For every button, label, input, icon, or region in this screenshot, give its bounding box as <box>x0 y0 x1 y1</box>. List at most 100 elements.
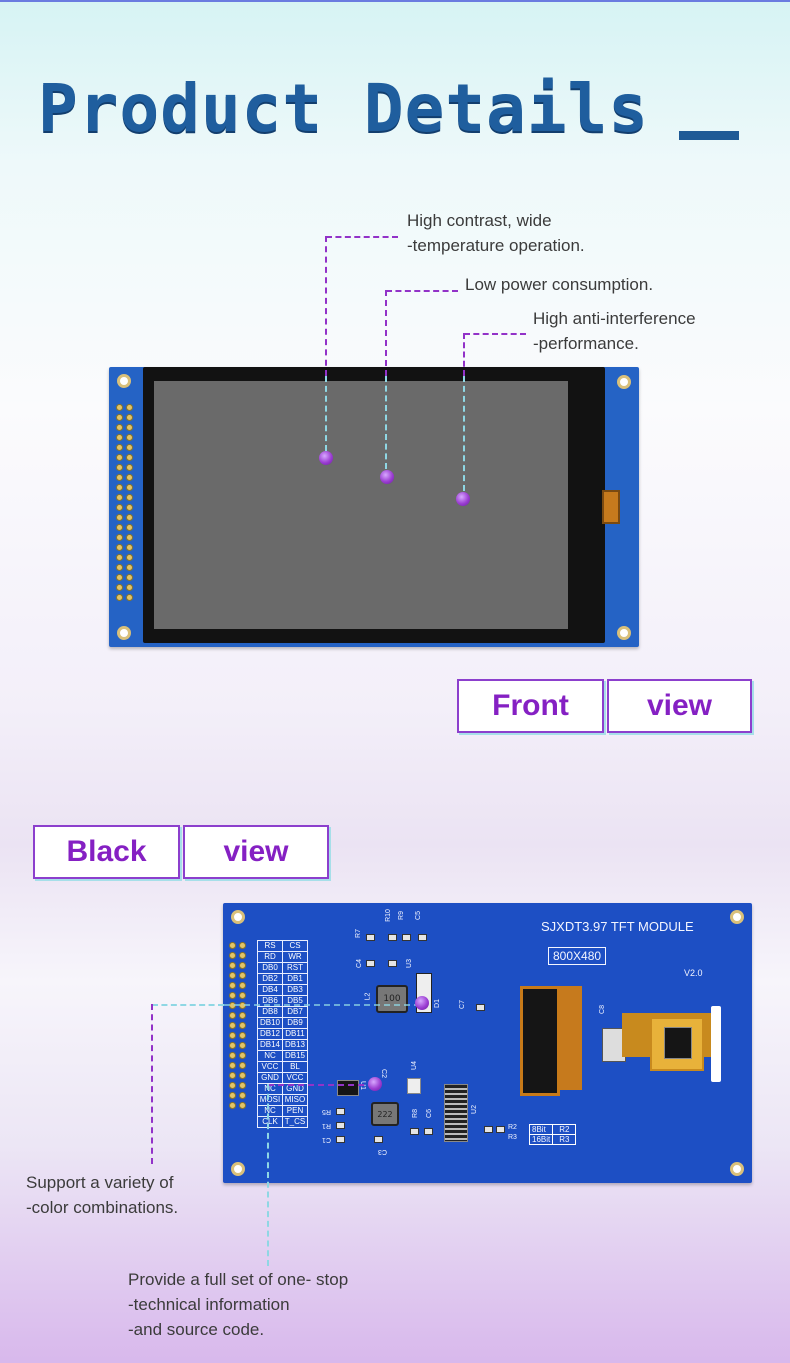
front-view-label: Front view <box>457 679 752 733</box>
resolution-label: 800X480 <box>548 947 607 965</box>
pin-row <box>229 992 246 999</box>
header-pin <box>116 444 123 451</box>
pin-row <box>229 1072 246 1079</box>
pin-row <box>116 484 133 491</box>
pin-row <box>229 1012 246 1019</box>
pin-row <box>116 464 133 471</box>
header-pin <box>116 484 123 491</box>
back-feature-2-line2: -technical information <box>128 1295 290 1314</box>
pinout-cell: MOSI <box>257 1094 283 1106</box>
header-pin <box>116 564 123 571</box>
pinout-cell: VCC <box>282 1072 308 1084</box>
inductor-2: 222 <box>371 1102 399 1126</box>
callout-dot <box>456 492 470 506</box>
ref-r10: R10 <box>384 909 392 922</box>
header-pin <box>229 982 236 989</box>
back-feature-2: Provide a full set of one- stop -technic… <box>128 1267 348 1342</box>
pinout-cell: DB13 <box>282 1039 308 1051</box>
pinout-cell: DB4 <box>257 984 283 996</box>
front-feature-1-line2: -temperature operation. <box>407 236 585 255</box>
smd-part <box>476 1004 485 1011</box>
header-pin <box>229 972 236 979</box>
pin-row <box>116 434 133 441</box>
header-pin <box>229 1042 236 1049</box>
pinout-cell: DB1 <box>282 973 308 985</box>
front-feature-3: High anti-interference -performance. <box>533 306 696 356</box>
header-pin <box>116 584 123 591</box>
header-pin <box>116 554 123 561</box>
header-pin <box>239 952 246 959</box>
version-label: V2.0 <box>684 968 703 978</box>
header-pin <box>126 454 133 461</box>
back-feature-1-line2: -color combinations. <box>26 1198 179 1217</box>
pin-row <box>229 962 246 969</box>
header-pin <box>239 942 246 949</box>
front-feature-1: High contrast, wide -temperature operati… <box>407 208 585 258</box>
pinout-cell: WR <box>282 951 308 963</box>
back-view-label-word2: view <box>183 825 329 879</box>
leader-line <box>267 1084 269 1266</box>
header-pin <box>239 1102 246 1109</box>
header-pin <box>229 1092 236 1099</box>
callout-dot <box>380 470 394 484</box>
ref-u3: U3 <box>405 959 413 968</box>
header-pin <box>229 992 236 999</box>
ref-c1: C1 <box>322 1136 331 1143</box>
leader-line <box>224 1004 420 1006</box>
pin-row <box>116 414 133 421</box>
leader-line <box>385 376 387 469</box>
header-pin <box>239 1042 246 1049</box>
mounting-hole <box>730 1162 744 1176</box>
header-pin <box>116 434 123 441</box>
pinout-cell: RST <box>282 962 308 974</box>
header-pin <box>126 524 133 531</box>
leader-line <box>268 1084 374 1086</box>
leader-line <box>326 236 398 238</box>
back-feature-2-line3: -and source code. <box>128 1320 265 1339</box>
smd-part <box>366 960 375 967</box>
ref-l2: L2 <box>364 992 372 1001</box>
bus-width-cell: R3 <box>552 1134 577 1145</box>
pinout-cell: DB8 <box>257 1006 283 1018</box>
header-pin <box>229 1082 236 1089</box>
header-pin <box>116 494 123 501</box>
header-pin <box>239 1022 246 1029</box>
pin-row <box>116 564 133 571</box>
back-view-label-word1: Black <box>33 825 180 879</box>
header-pin <box>116 544 123 551</box>
header-pin <box>116 414 123 421</box>
chip-u2 <box>444 1084 468 1142</box>
header-pin <box>229 1072 236 1079</box>
pin-row <box>116 584 133 591</box>
header-pin <box>126 564 133 571</box>
ref-c5: C5 <box>414 911 422 920</box>
header-pin <box>239 1052 246 1059</box>
header-pin <box>126 414 133 421</box>
pinout-cell: CS <box>282 940 308 952</box>
mounting-hole <box>231 910 245 924</box>
front-view-label-word2: view <box>607 679 752 733</box>
header-pin <box>229 952 236 959</box>
fpc-connector <box>520 986 560 1096</box>
ref-c6: C6 <box>425 1109 433 1118</box>
mounting-hole <box>730 910 744 924</box>
header-pin <box>126 424 133 431</box>
pinout-cell: RD <box>257 951 283 963</box>
pin-row <box>116 524 133 531</box>
header-pin <box>239 962 246 969</box>
header-pin <box>126 444 133 451</box>
ref-d1: D1 <box>433 999 441 1008</box>
pin-row <box>229 1022 246 1029</box>
header-pin <box>126 534 133 541</box>
header-pin <box>239 1082 246 1089</box>
